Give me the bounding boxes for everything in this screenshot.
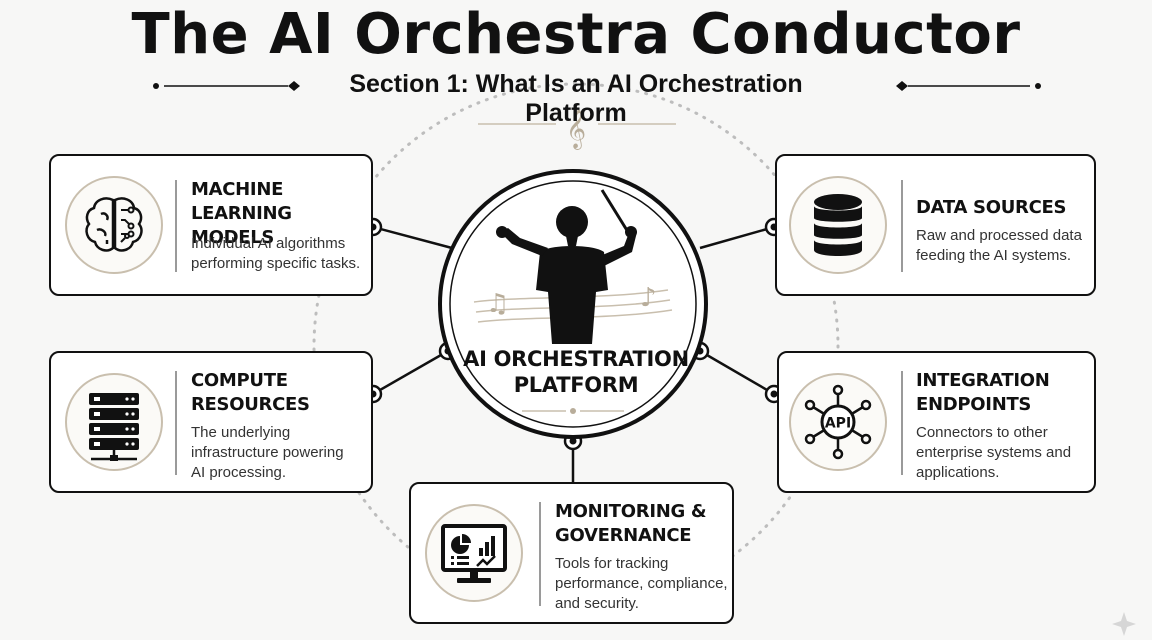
card-title: DATA SOURCES: [916, 197, 1067, 218]
card-description: Tools for tracking performance, complian…: [555, 555, 728, 612]
page-subtitle: Section 1: What Is an AI Orchestration P…: [349, 70, 803, 127]
card-title: INTEGRATION ENDPOINTS: [916, 370, 1050, 415]
card-description: Raw and processed data feeding the AI sy…: [916, 227, 1082, 264]
dashboard-monitor-icon: [425, 504, 523, 602]
server-rack-icon: [65, 373, 163, 471]
connector-lines: [372, 225, 775, 482]
svg-text:♪: ♪: [640, 283, 657, 313]
card-title: MONITORING & GOVERNANCE: [555, 501, 707, 546]
api-icon-label: API: [825, 416, 851, 432]
api-hub-icon: API: [789, 373, 887, 471]
card-divider: [175, 180, 177, 272]
hub-label-line2: PLATFORM: [513, 373, 639, 397]
card-title: COMPUTE RESOURCES: [191, 370, 310, 415]
card-divider: [901, 180, 903, 272]
page-title: The AI Orchestra Conductor: [131, 2, 1021, 67]
title-ornament-right: [896, 81, 1041, 91]
conductor-icon: ♫ ♪: [473, 189, 673, 344]
card-integration-endpoints: API INTEGRATION ENDPOINTS Connectors to …: [777, 351, 1096, 493]
database-icon: [789, 176, 887, 274]
card-description: The underlying infrastructure powering A…: [191, 424, 344, 481]
treble-clef-ornament: 𝄞: [478, 109, 676, 150]
svg-text:♫: ♫: [486, 289, 509, 319]
brain-circuit-icon: [65, 176, 163, 274]
hub-ornament: [522, 408, 624, 414]
card-divider: [901, 371, 903, 475]
sparkle-icon: [1112, 612, 1136, 636]
svg-text:𝄞: 𝄞: [566, 109, 586, 150]
dotted-orbit-ring: [312, 82, 840, 610]
hub-label: AI ORCHESTRATION PLATFORM: [456, 346, 696, 398]
title-ornament-left: [153, 81, 300, 91]
hub-label-line1: AI ORCHESTRATION: [463, 347, 689, 371]
card-divider: [175, 371, 177, 475]
card-machine-learning-models: MACHINE LEARNING MODELS Individual AI al…: [49, 154, 373, 296]
card-compute-resources: COMPUTE RESOURCES The underlying infrast…: [49, 351, 373, 493]
card-description: Connectors to other enterprise systems a…: [916, 424, 1072, 481]
card-divider: [539, 502, 541, 606]
card-description: Individual AI algorithms performing spec…: [191, 235, 361, 272]
card-monitoring-governance: MONITORING & GOVERNANCE Tools for tracki…: [409, 482, 734, 624]
card-data-sources: DATA SOURCES Raw and processed data feed…: [775, 154, 1096, 296]
card-title: MACHINE LEARNING MODELS: [191, 179, 292, 248]
